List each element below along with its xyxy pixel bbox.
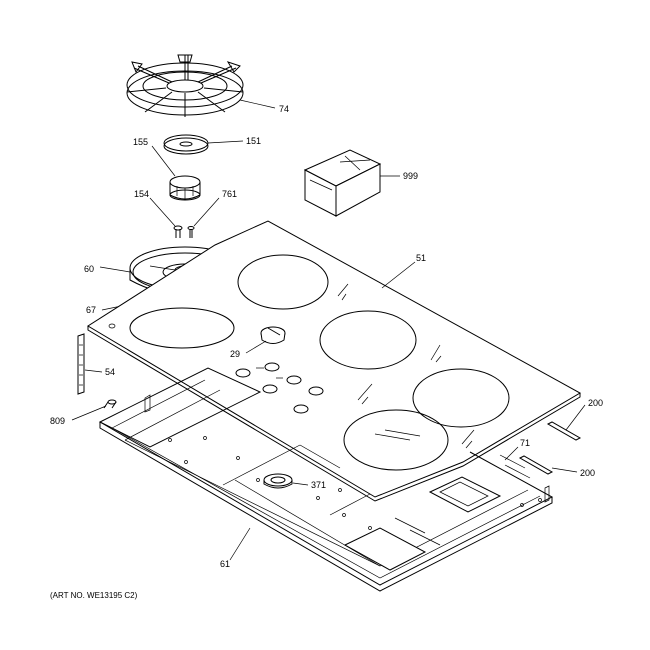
part-label-200-upper: 200	[588, 398, 603, 408]
part-label-51: 51	[416, 253, 426, 263]
part-label-67: 67	[86, 305, 96, 315]
leader-54	[84, 369, 103, 373]
burner-box-pan	[98, 367, 554, 592]
control-knob	[260, 326, 286, 344]
part-label-71: 71	[520, 438, 530, 448]
part-label-155: 155	[133, 137, 148, 147]
burner-cap	[163, 134, 209, 155]
part-label-200-lower: 200	[580, 468, 595, 478]
part-label-809: 809	[50, 416, 65, 426]
part-label-54: 54	[105, 367, 115, 377]
leader-809	[71, 405, 107, 421]
part-label-61: 61	[220, 559, 230, 569]
leader-74	[239, 99, 276, 109]
glass-cooktop	[87, 220, 582, 502]
leader-51	[381, 261, 416, 289]
leader-761	[193, 197, 220, 227]
part-label-151: 151	[246, 136, 261, 146]
leader-60	[99, 266, 131, 273]
leader-371	[292, 482, 309, 486]
art-number-caption: (ART NO. WE13195 C2)	[50, 591, 138, 600]
leader-61	[229, 527, 251, 561]
part-label-999: 999	[403, 171, 418, 181]
grommet	[263, 473, 293, 489]
leader-200-lower	[551, 467, 578, 473]
part-label-761: 761	[222, 189, 237, 199]
burner-head	[169, 175, 201, 201]
clip-upper	[546, 421, 582, 441]
part-label-29: 29	[230, 349, 240, 359]
leader-200-upper	[565, 404, 586, 431]
leader-151	[207, 140, 244, 144]
mounting-bracket	[77, 333, 85, 395]
part-label-60: 60	[84, 264, 94, 274]
igniter-electrode	[187, 226, 195, 238]
bottom-screw	[103, 399, 117, 409]
screw	[173, 225, 183, 238]
leader-155	[151, 145, 176, 177]
part-label-154: 154	[134, 189, 149, 199]
burner-grate	[126, 54, 244, 117]
leader-29	[245, 340, 267, 354]
clip-lower	[518, 455, 554, 475]
parts-box	[303, 149, 382, 217]
leader-71	[504, 446, 519, 461]
part-label-371: 371	[311, 480, 326, 490]
part-label-74: 74	[279, 104, 289, 114]
leader-154	[149, 197, 176, 227]
